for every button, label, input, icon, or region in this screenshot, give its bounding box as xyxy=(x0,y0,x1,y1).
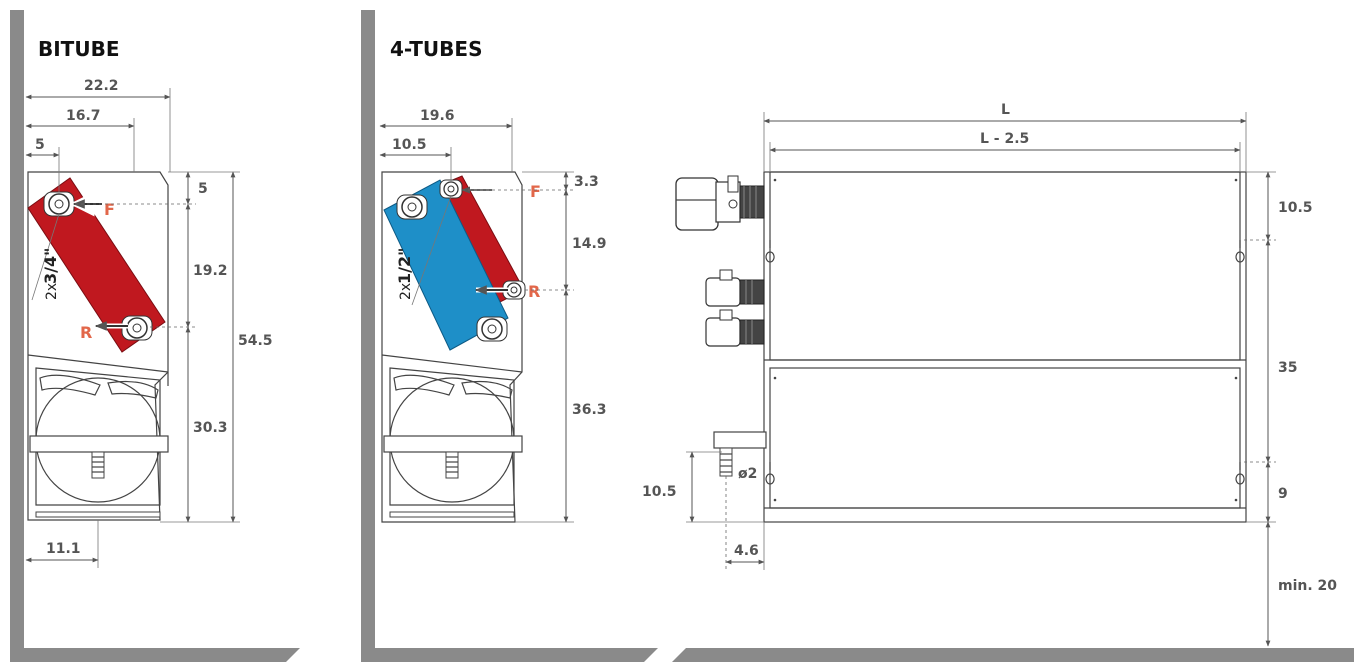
bitube-width-pipe: 16.7 xyxy=(66,108,101,124)
front-unit xyxy=(713,171,1247,523)
bitube-pipe-prefix: 2x xyxy=(44,283,60,300)
front-dimensions xyxy=(686,112,1276,647)
four-tubes-top-offset: 3.3 xyxy=(574,174,599,190)
front-bottom-offset: 9 xyxy=(1278,486,1288,502)
four-tubes-fitting-bottom xyxy=(476,316,508,342)
four-tubes-pipe-spacing: 14.9 xyxy=(572,236,607,252)
bitube-top-offset: 5 xyxy=(198,181,208,197)
four-tubes-width-total: 19.6 xyxy=(420,108,455,124)
front-valve-lower xyxy=(705,309,765,347)
bitube-return-label: R xyxy=(80,323,92,342)
four-tubes-flow-fitting xyxy=(439,179,463,199)
front-length: L xyxy=(1001,102,1010,118)
four-tubes-flow-label: F xyxy=(530,182,541,201)
title-four-tubes: 4-TUBES xyxy=(390,37,482,61)
front-drain-offset: 4.6 xyxy=(734,543,759,559)
front-drain-height: 10.5 xyxy=(642,484,677,500)
front-actuator-valve xyxy=(675,175,765,231)
four-tubes-width-pipe: 10.5 xyxy=(392,137,427,153)
bitube-pipe-spacing: 19.2 xyxy=(193,263,228,279)
front-top-offset: 10.5 xyxy=(1278,200,1313,216)
bitube-flow-label: F xyxy=(104,200,115,219)
front-drain-diameter: ø2 xyxy=(738,466,757,482)
bitube-unit xyxy=(27,171,169,521)
front-floor-clearance: min. 20 xyxy=(1278,578,1337,594)
front-valve-middle xyxy=(705,269,765,307)
front-inner-length: L - 2.5 xyxy=(980,131,1029,147)
wall-left xyxy=(10,10,300,662)
bitube-lower-height: 30.3 xyxy=(193,420,228,436)
front-mount-spacing: 35 xyxy=(1278,360,1297,376)
four-tubes-pipe-prefix: 2x xyxy=(398,283,414,300)
bitube-base-offset: 11.1 xyxy=(46,541,81,557)
floor-right xyxy=(672,648,1354,662)
bitube-dimensions xyxy=(25,88,240,568)
four-tubes-return-label: R xyxy=(528,282,540,301)
bitube-flow-fitting xyxy=(43,191,75,217)
four-tubes-lower-height: 36.3 xyxy=(572,402,607,418)
four-tubes-fitting-top-left xyxy=(396,194,428,220)
four-tubes-dimensions xyxy=(379,118,574,523)
wall-middle xyxy=(361,10,658,662)
bitube-pipe-size: 3/4" xyxy=(41,248,60,284)
bitube-height-total: 54.5 xyxy=(238,333,273,349)
bitube-width-total: 22.2 xyxy=(84,78,119,94)
title-bitube: BITUBE xyxy=(38,37,119,61)
four-tubes-unit xyxy=(381,171,526,523)
bitube-return-fitting xyxy=(121,315,153,341)
bitube-width-left: 5 xyxy=(35,137,45,153)
four-tubes-pipe-size: 1/2" xyxy=(395,248,414,284)
